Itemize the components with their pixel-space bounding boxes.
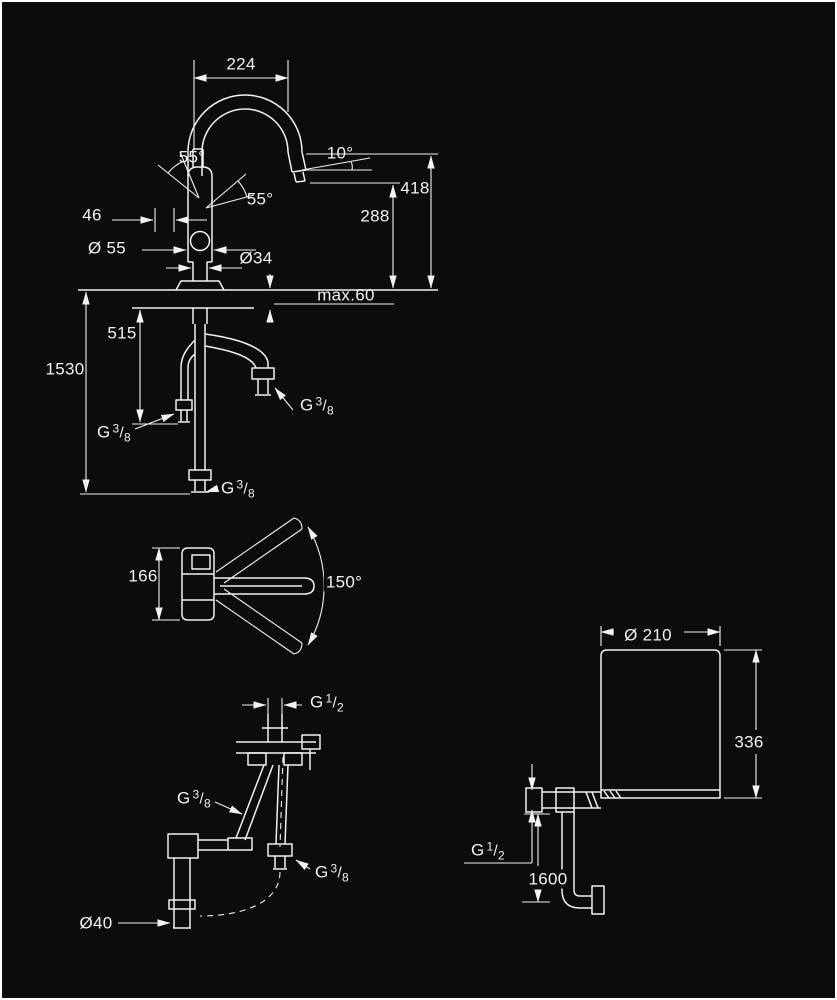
boiler-drawing [464,626,762,915]
top-view-drawing [152,517,325,655]
installation-drawing [118,698,321,929]
dim-max-counter-thickness: max.60 [317,285,375,305]
dim-shank-diameter: Ø34 [239,248,273,268]
dim-total-height: 418 [400,178,430,198]
dim-power-cord-length: 1600 [526,869,570,889]
dim-hose-length: 1530 [45,359,85,379]
dim-boiler-height: 336 [734,732,764,752]
dim-body-diameter: Ø 55 [87,238,127,258]
dim-hose-drop: 515 [107,323,137,343]
dim-handle-angle-lower: 55° [246,189,274,209]
dim-base-height: 166 [128,566,158,586]
dim-boiler-diameter: Ø 210 [624,625,672,645]
front-view-drawing [78,60,438,495]
dim-swivel-angle: 150° [323,572,365,592]
dim-outlet-height: 288 [360,206,390,226]
dim-spout-reach: 224 [226,54,256,74]
dim-handle-width: 46 [82,205,102,225]
dim-drain-diameter: Ø40 [79,913,113,933]
dim-spout-angle: 10° [326,143,354,163]
dim-handle-angle-upper: 55° [178,147,206,167]
